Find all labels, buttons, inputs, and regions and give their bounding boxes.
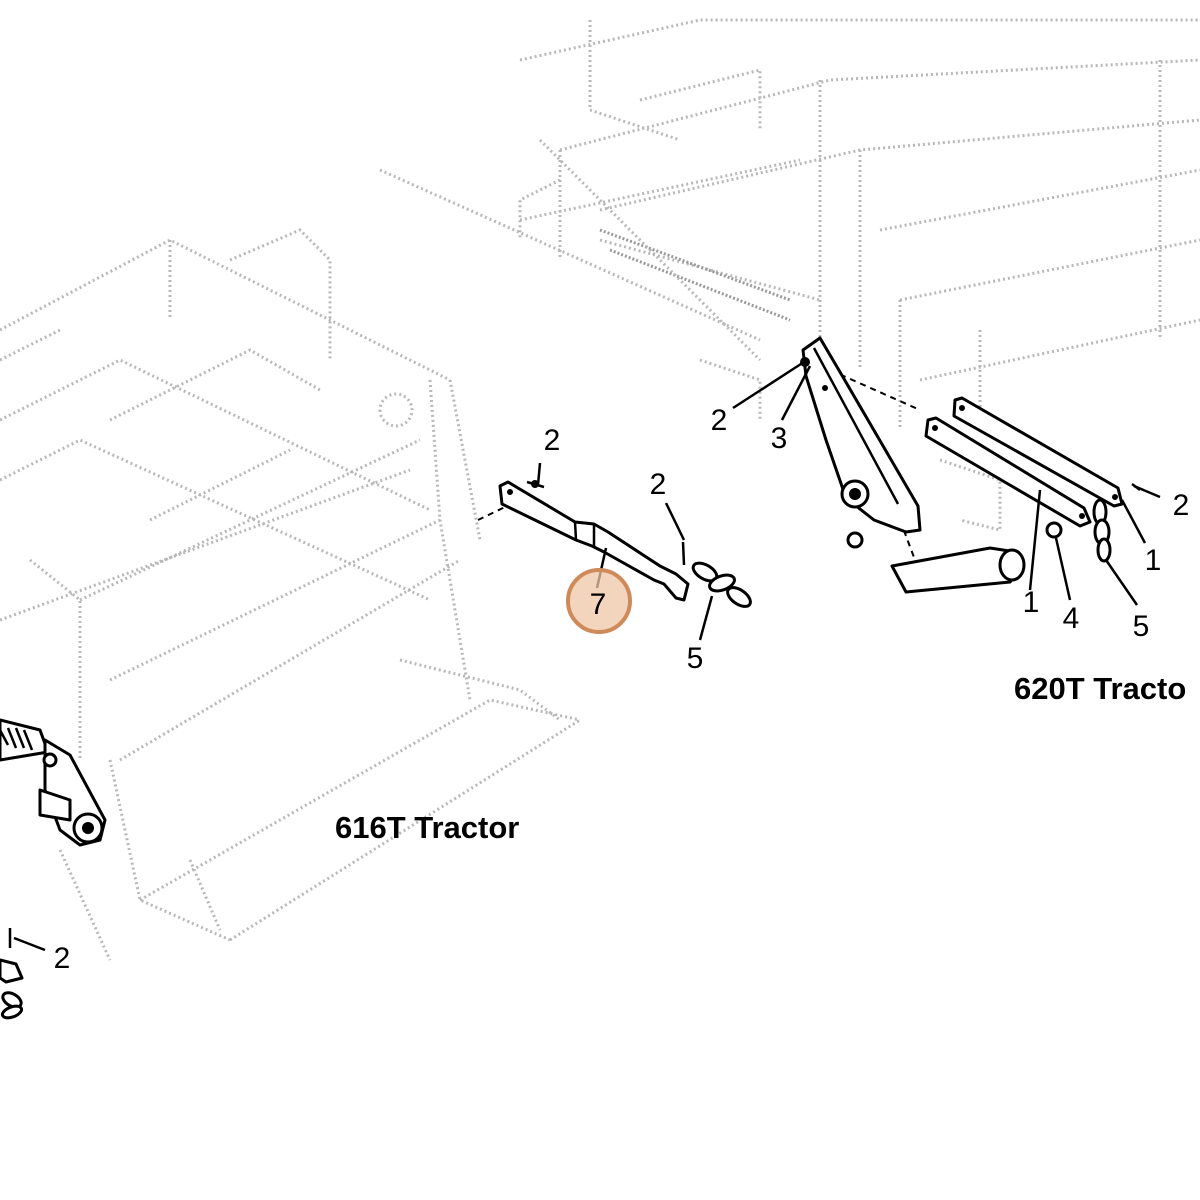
callout-1-right-lower: 1 <box>1023 586 1040 619</box>
callout-2-bottom-left: 2 <box>54 942 71 975</box>
bottom-left-hardware <box>0 928 24 1020</box>
callout-5-right-chain: 5 <box>1133 610 1150 643</box>
caption-620t-tractor: 620T Tracto <box>1014 671 1186 706</box>
callout-7: 7 <box>590 588 607 621</box>
callout-2-far-right: 2 <box>1173 489 1190 522</box>
tractor-frame-616t-ghost <box>0 228 581 961</box>
callout-4-bolt: 4 <box>1063 602 1080 635</box>
callout-3-pivot: 3 <box>771 422 788 455</box>
callout-labels: 2 2 5 7 2 3 2 1 1 4 5 2 <box>54 404 1190 975</box>
chain-right-part-5 <box>1092 498 1112 563</box>
highlight-callout-7[interactable] <box>566 568 632 634</box>
callout-2-pivot: 2 <box>711 404 728 437</box>
callout-2-bracket-right: 2 <box>650 468 667 501</box>
callout-leaders <box>13 360 1161 952</box>
tractor-frame-620t-ghost <box>379 18 1200 532</box>
bolt-part-4 <box>1045 521 1063 539</box>
callout-2-bracket-top: 2 <box>544 424 561 457</box>
chain-left-part-5 <box>691 561 752 608</box>
callout-1-right-upper: 1 <box>1145 544 1162 577</box>
pins-left <box>526 480 686 566</box>
spring-mechanism-616t <box>0 718 107 847</box>
lever-arm-620t <box>800 336 1026 594</box>
caption-616t-tractor: 616T Tractor <box>335 810 519 845</box>
links-part-1 <box>924 396 1124 528</box>
callout-5-left-chain: 5 <box>687 642 704 675</box>
